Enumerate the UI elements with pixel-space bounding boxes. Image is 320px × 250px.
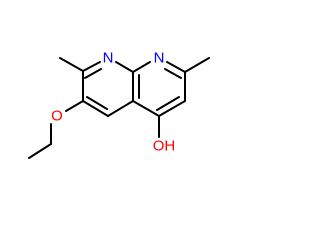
bond [86, 96, 108, 110]
atom-hydroxy-label: OH [153, 138, 176, 155]
molecule-structure: N N O OH [28, 50, 210, 159]
bond [184, 57, 210, 73]
atom-o-ether-label: O [51, 108, 63, 125]
bond [84, 68, 102, 79]
bond [65, 100, 84, 112]
bond [132, 61, 151, 73]
bond [59, 57, 84, 72]
bond [158, 100, 186, 117]
bond [82, 61, 101, 72]
bond [82, 100, 109, 117]
atom-n8-label: N [154, 50, 165, 67]
bond [107, 100, 134, 117]
bonds [28, 57, 210, 159]
atom-labels: N N O OH [51, 50, 175, 155]
atom-n1-label: N [103, 50, 114, 67]
bond [132, 100, 160, 117]
bond [156, 96, 180, 111]
bond [115, 61, 134, 73]
bond [28, 143, 52, 159]
bond [164, 68, 182, 79]
bond [166, 61, 186, 73]
